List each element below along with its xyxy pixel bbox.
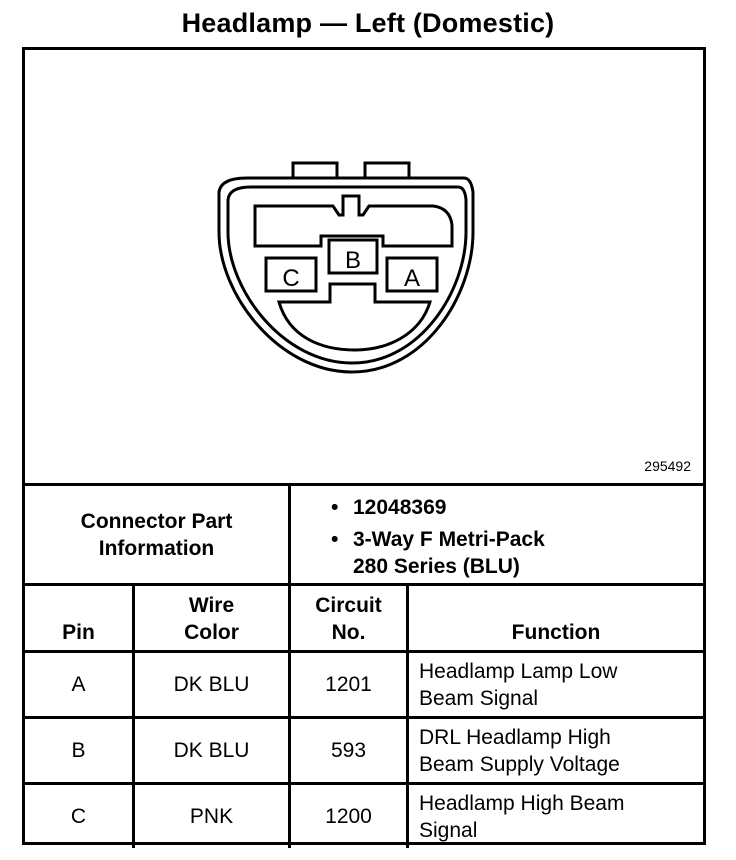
locking-tab-left <box>291 161 339 178</box>
cell-pin: A <box>71 672 86 696</box>
cell-wire-color: PNK <box>189 804 234 828</box>
cell-function: Headlamp High Beam Signal <box>419 791 625 842</box>
column-divider <box>406 586 409 848</box>
column-divider <box>132 586 135 848</box>
connector-diagram-area: C B A 295492 <box>25 50 703 486</box>
locking-tab-right <box>363 161 411 178</box>
cell-pin: C <box>70 804 87 828</box>
header-function: Function <box>511 621 601 644</box>
cell-wire-color: DK BLU <box>173 672 250 696</box>
cell-circuit-no: 1201 <box>325 672 372 696</box>
bullet-icon: • <box>331 496 339 519</box>
cell-circuit-no: 593 <box>330 738 367 762</box>
pin-c-box <box>264 256 318 293</box>
lower-cavity <box>277 282 433 352</box>
connector-inner-shell <box>226 185 468 365</box>
cell-function: Headlamp Lamp Low Beam Signal <box>419 659 618 710</box>
pin-a-label: A <box>404 265 420 292</box>
header-pin: Pin <box>62 621 95 644</box>
row-divider <box>25 782 703 785</box>
cell-pin: B <box>71 738 86 762</box>
connector-description: 3-Way F Metri-Pack 280 Series (BLU) <box>353 528 545 578</box>
connector-info-row: Connector Part Information • 12048369 • … <box>25 486 703 586</box>
figure-id: 295492 <box>644 458 691 474</box>
cell-wire-color: DK BLU <box>173 738 250 762</box>
column-divider <box>288 586 291 848</box>
bullet-icon: • <box>331 528 339 551</box>
connector-info-list: • 12048369 • 3-Way F Metri-Pack 280 Seri… <box>291 486 703 583</box>
row-divider <box>25 650 703 653</box>
connector-info-label: Connector Part Information <box>25 486 291 583</box>
connector-drawing: C B A <box>217 161 475 374</box>
header-wire-color: Wire Color <box>184 594 239 644</box>
diagram-title: Headlamp — Left (Domestic) <box>181 8 555 38</box>
pin-b-label: B <box>345 247 361 274</box>
pin-b-box <box>327 238 379 275</box>
connector-outer-shell <box>217 176 475 374</box>
pin-a-box <box>385 256 439 293</box>
connector-sheet: C B A 295492 Connector Part Information … <box>22 47 706 848</box>
terminal-cavity <box>253 194 454 248</box>
cell-circuit-no: 1200 <box>325 804 372 828</box>
cell-function: DRL Headlamp High Beam Supply Voltage <box>419 725 620 776</box>
row-divider <box>25 716 703 719</box>
connector-part-number: 12048369 <box>353 496 447 519</box>
header-circuit-no: Circuit No. <box>315 594 382 644</box>
pin-c-label: C <box>282 265 299 292</box>
